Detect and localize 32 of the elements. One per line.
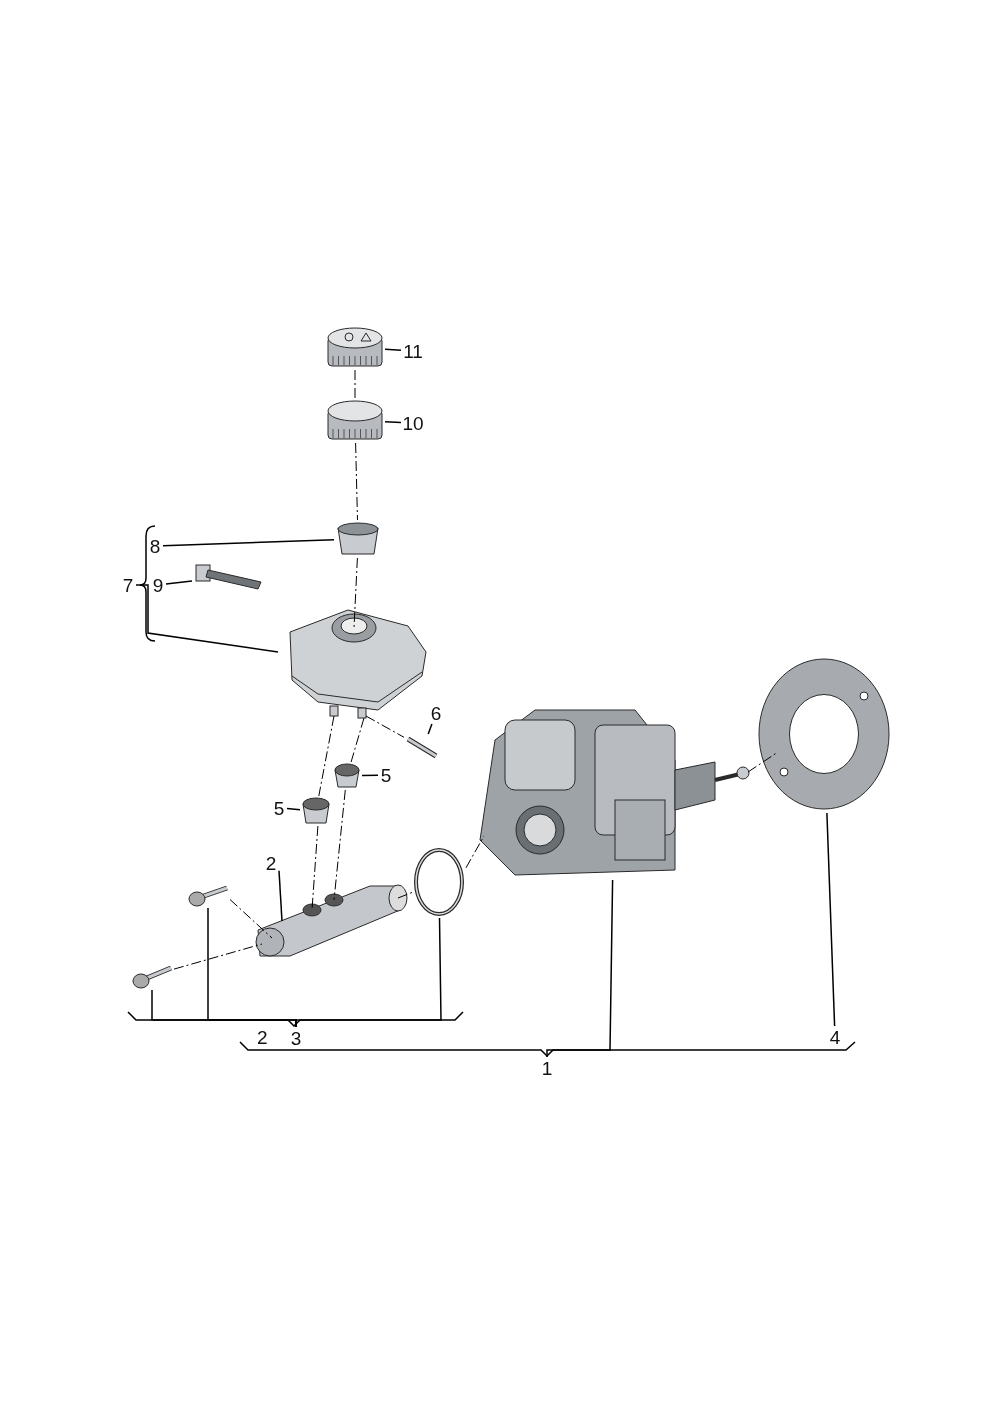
grommet-drawing bbox=[300, 796, 332, 826]
leader-line bbox=[427, 723, 433, 735]
leader-line bbox=[286, 807, 301, 811]
level-sensor-drawing bbox=[192, 562, 264, 592]
center-line bbox=[318, 715, 335, 797]
center-line bbox=[354, 369, 356, 399]
reservoir-cap-drawing bbox=[325, 398, 385, 443]
center-line bbox=[333, 789, 346, 901]
leader-line bbox=[295, 917, 442, 1028]
center-line bbox=[311, 825, 319, 911]
reservoir-cap-drawing bbox=[325, 325, 385, 370]
center-line bbox=[229, 899, 273, 939]
center-line bbox=[355, 442, 358, 521]
sleeve-drawing bbox=[334, 520, 382, 558]
leader-line bbox=[384, 348, 402, 352]
leader-line bbox=[546, 879, 614, 1058]
leader-line bbox=[278, 869, 283, 922]
center-line bbox=[350, 717, 365, 763]
center-line bbox=[365, 715, 405, 738]
gasket-plate-drawing bbox=[755, 655, 893, 813]
center-line bbox=[353, 557, 358, 629]
grommet-drawing bbox=[332, 762, 362, 790]
leader-line bbox=[384, 421, 402, 424]
leader-line bbox=[135, 584, 279, 653]
center-line bbox=[173, 943, 263, 970]
center-line bbox=[397, 892, 413, 899]
o-ring-drawing bbox=[412, 846, 466, 918]
leader-line bbox=[162, 539, 335, 547]
leader-line bbox=[826, 812, 836, 1027]
leader-line bbox=[165, 580, 193, 585]
leader-line bbox=[361, 774, 379, 777]
callout-number: 2 bbox=[257, 1027, 268, 1049]
